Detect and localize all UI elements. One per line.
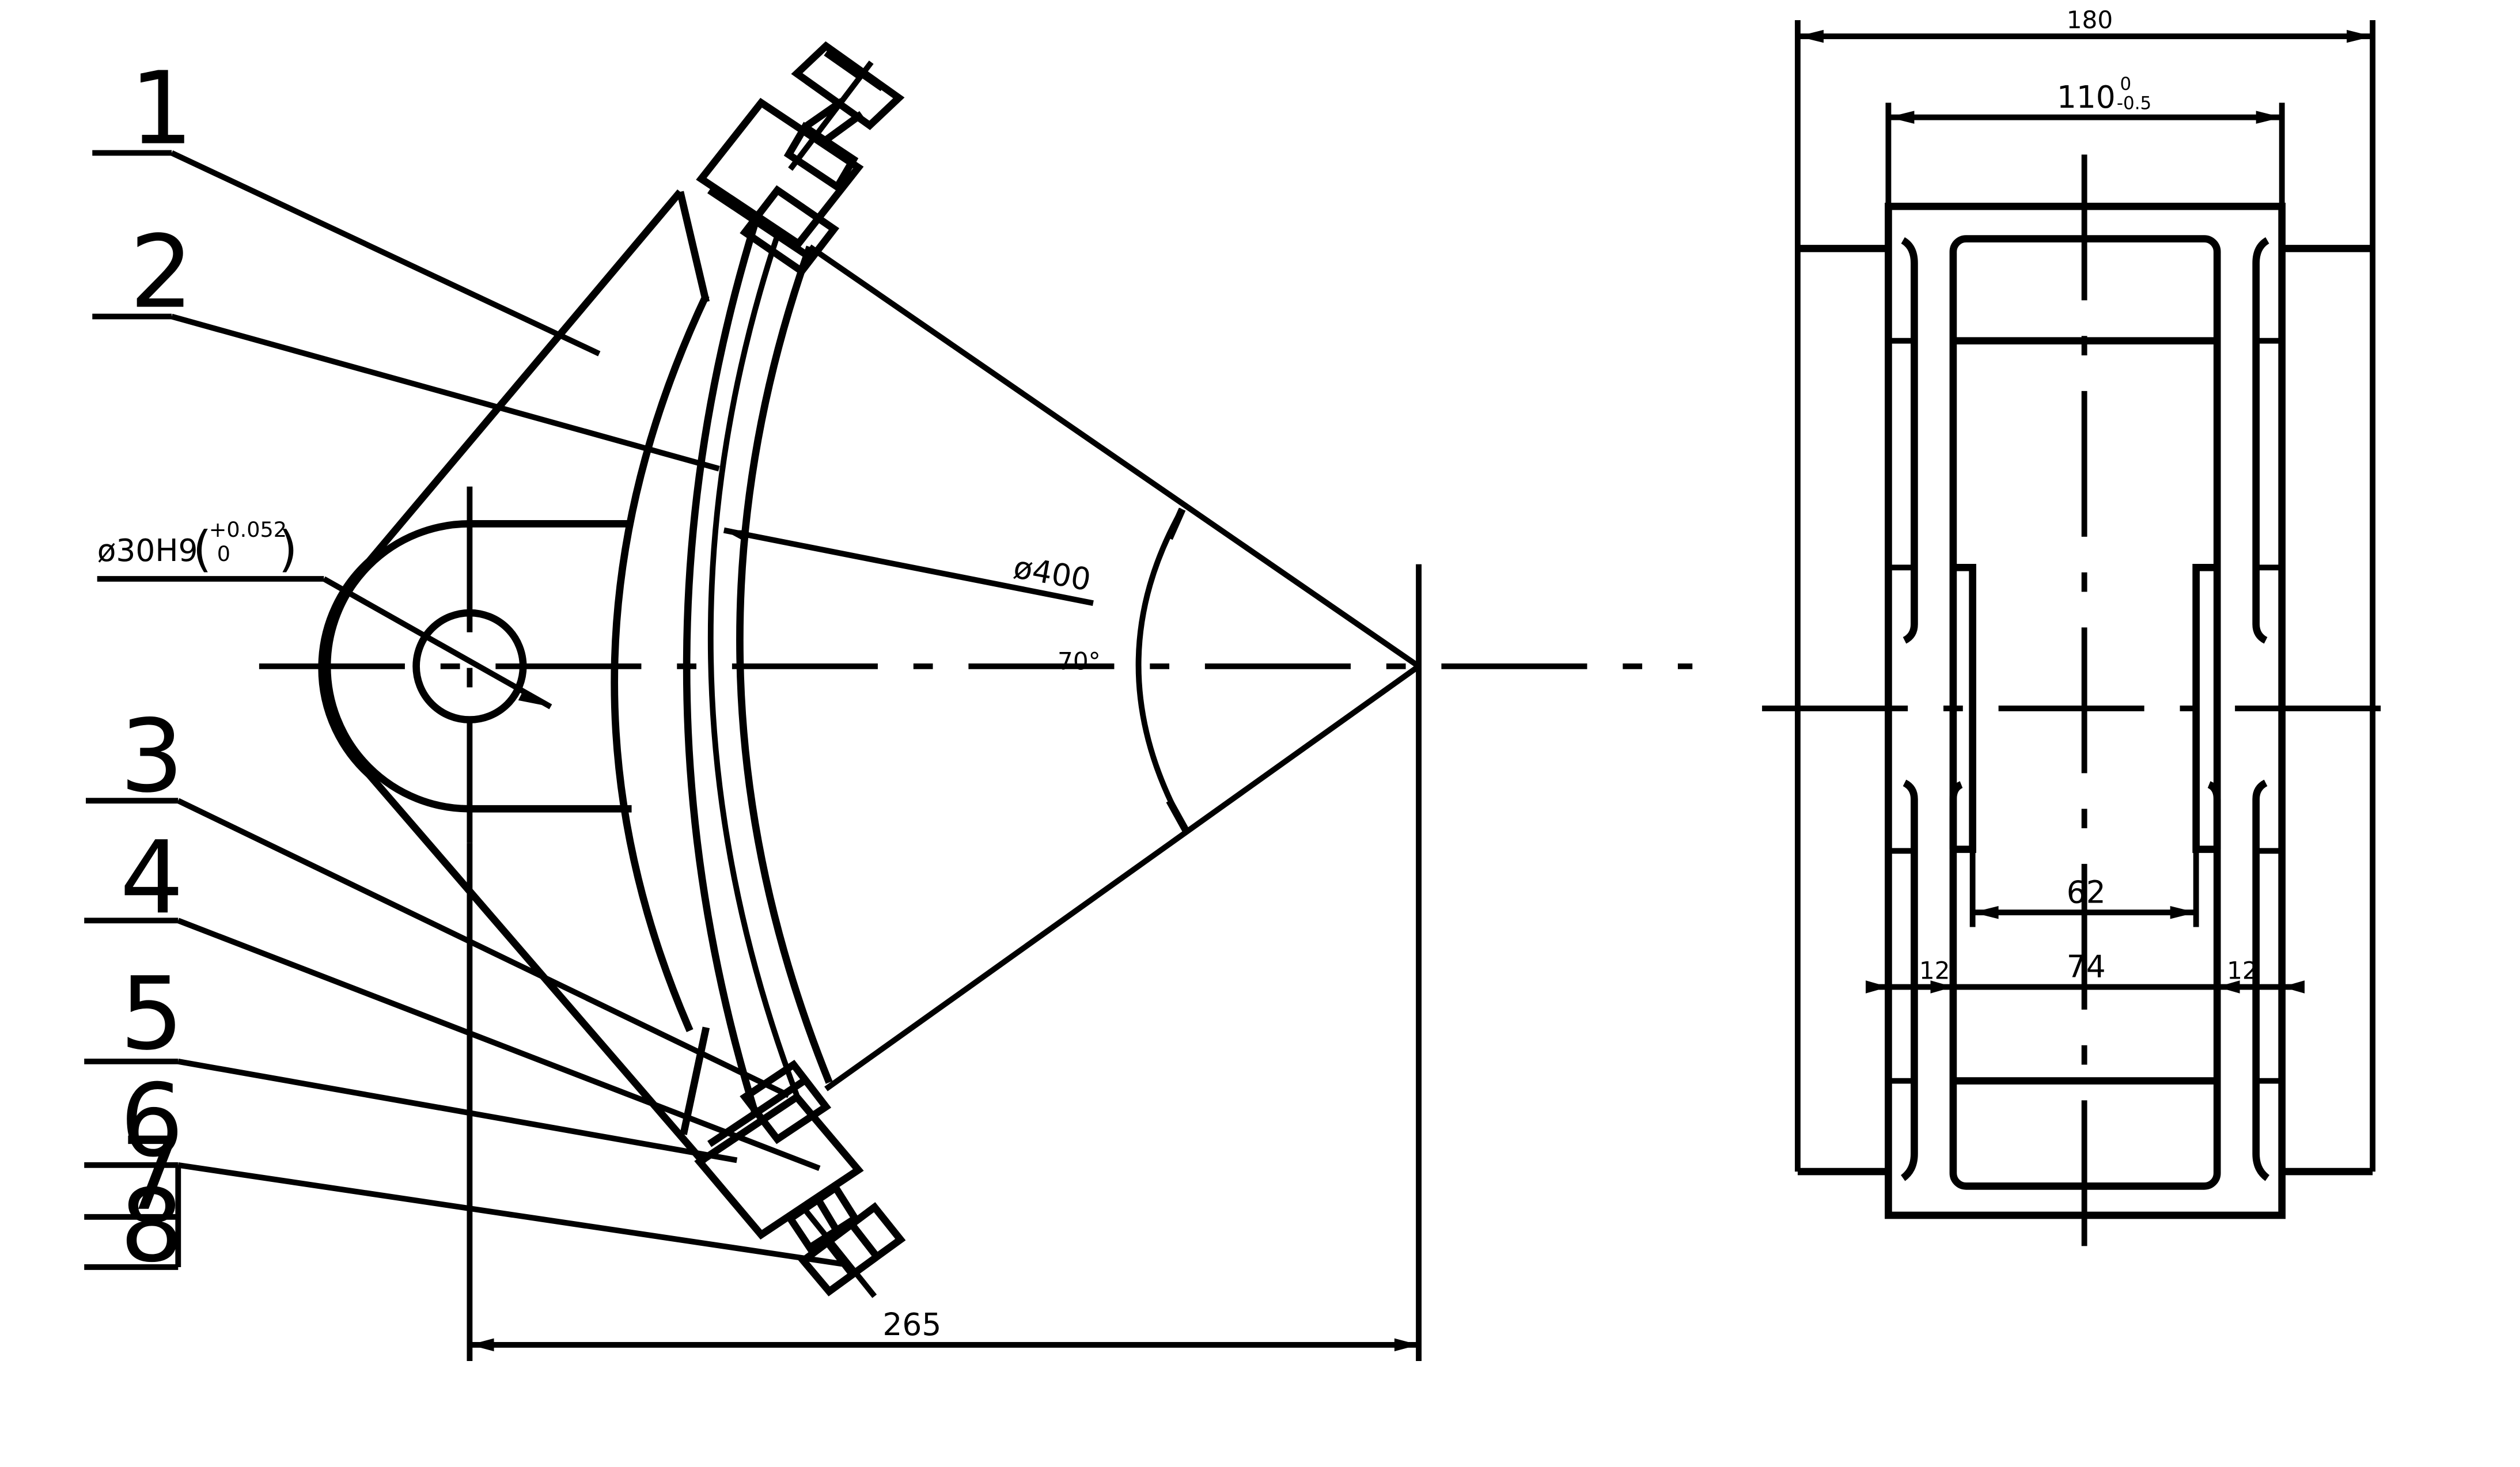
inner-slot: [1953, 563, 2218, 853]
arc-band-mid: [683, 223, 759, 1113]
angle-dimension: 70°: [1058, 647, 1101, 675]
wall-right-dimension: 12: [2227, 956, 2258, 984]
bottom-clamp: [694, 1059, 906, 1298]
part-label-1: 1: [130, 51, 194, 168]
arc-diameter-arrow: [723, 530, 749, 542]
part-label-7: 7: [120, 1116, 184, 1233]
angle-leg-top: [808, 244, 1420, 669]
wall-left-dimension: 12: [1919, 956, 1950, 984]
body-outline: [318, 189, 707, 1166]
arc-band-inner2: [707, 234, 799, 1097]
part-label-6: 6: [120, 1063, 184, 1180]
inner-width-tol-lower: -0.5: [2117, 93, 2151, 114]
part-label-5: 5: [120, 956, 184, 1072]
arc-rib-top: [676, 191, 710, 303]
arc-band-outer: [611, 294, 710, 1032]
top-clamp: [696, 41, 905, 276]
bore-paren-open: (: [193, 521, 212, 577]
bore-tol-upper: +0.052: [209, 517, 287, 542]
bore-leader: [322, 576, 552, 710]
length-dimension: 265: [882, 1306, 941, 1343]
angle-arc: [1135, 507, 1188, 832]
bore-paren-close: ): [279, 521, 298, 577]
inner-width-dimension: 110: [2057, 79, 2116, 115]
part-label-2: 2: [130, 214, 194, 331]
arc-diameter-leader: [723, 527, 1094, 606]
bore-circle: [412, 609, 527, 723]
front-view: 180 110 0 -0.5 62 74 12 12: [1762, 6, 2397, 1280]
arc-band-inner: [736, 245, 833, 1084]
slot-inner-dimension: 62: [2067, 874, 2106, 910]
side-view: 1 2 3 4 5 6 7 8 ø30H9 ( +0.052 0 ) ø400 …: [84, 41, 1693, 1362]
part-label-8: 8: [120, 1168, 184, 1285]
angle-leg-bottom: [824, 664, 1420, 1091]
inner-width-tol-upper: 0: [2120, 74, 2132, 94]
part-label-4: 4: [120, 820, 184, 937]
front-inner-window: [1949, 235, 2221, 1190]
part-leaders: [84, 150, 843, 1270]
slot-outer-dimension: 74: [2067, 949, 2106, 985]
part-label-3: 3: [120, 698, 184, 815]
bore-leader-arrow: [518, 690, 543, 706]
lug-arc: [323, 520, 470, 813]
lug-outline: [469, 520, 632, 813]
front-outer-frame: [1885, 202, 2286, 1219]
bore-dimension: ø30H9: [97, 532, 198, 568]
overall-width-dimension: 180: [2067, 6, 2113, 34]
bore-tol-lower: 0: [217, 541, 230, 566]
